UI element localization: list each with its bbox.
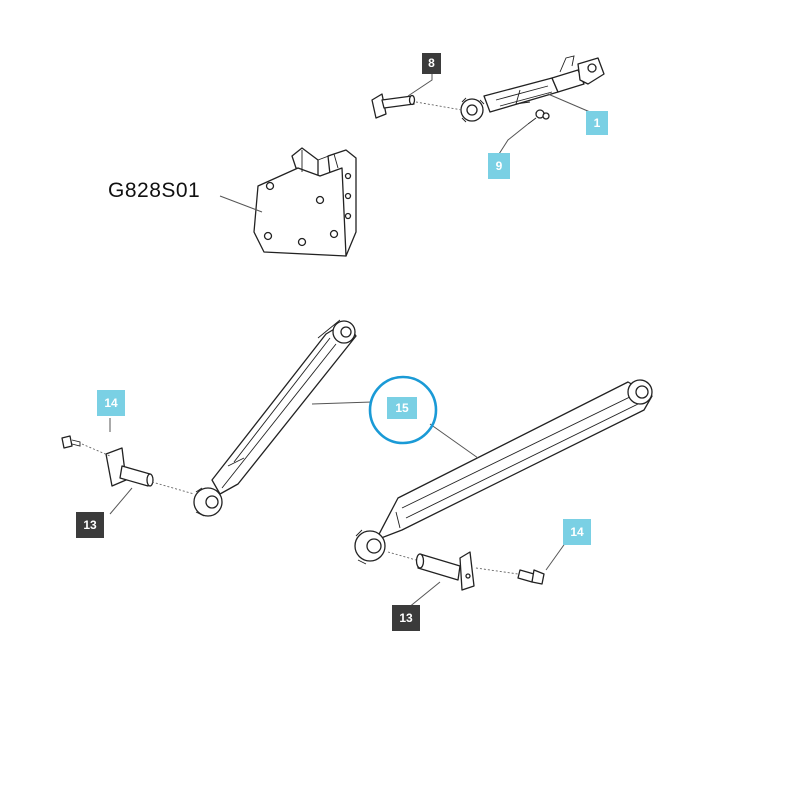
lower-pin-right-group xyxy=(387,541,567,609)
highlight-circle xyxy=(368,375,438,445)
top-pin xyxy=(371,74,463,119)
callout-15: 15 xyxy=(387,397,417,419)
callout-1: 1 xyxy=(586,111,608,135)
callout-13-left: 13 xyxy=(76,512,104,538)
top-link-assembly xyxy=(460,55,605,123)
callout-8: 8 xyxy=(422,53,441,74)
assembly-label: G828S01 xyxy=(108,179,201,202)
lower-pin-left-group xyxy=(61,418,195,515)
mounting-bracket xyxy=(219,147,357,257)
lower-arm-left xyxy=(193,319,373,517)
callout-13-right: 13 xyxy=(392,605,420,631)
lower-arm-right xyxy=(354,379,653,565)
callout-14-right: 14 xyxy=(563,519,591,545)
callout-14-left: 14 xyxy=(97,390,125,416)
top-clip xyxy=(498,109,550,155)
callout-9: 9 xyxy=(488,153,510,179)
